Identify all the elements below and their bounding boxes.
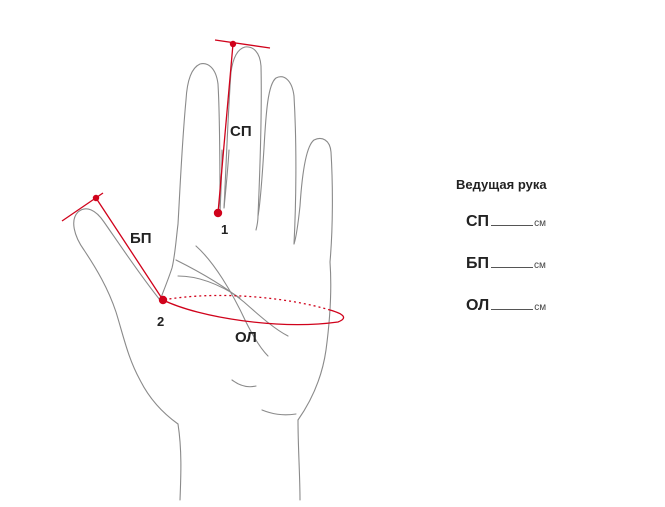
middle-finger-length-line — [217, 43, 234, 214]
middle-finger-base-point — [213, 208, 223, 218]
form-row-code: БП — [466, 255, 489, 272]
form-title: Ведущая рука — [456, 177, 547, 192]
palm-girth-back — [162, 294, 331, 311]
thumb-length-line — [95, 197, 164, 301]
hand-outline — [73, 46, 333, 501]
palm-girth-label: ОЛ — [235, 329, 257, 346]
palm-girth-front — [162, 299, 345, 326]
measurement-blank[interactable] — [491, 213, 534, 226]
middle-finger-label: СП — [230, 123, 252, 140]
form-row-unit: см — [534, 302, 547, 313]
form-row-code: ОЛ — [466, 297, 490, 314]
thumb-label: БП — [130, 230, 152, 247]
middle-finger-tip-point — [229, 40, 237, 48]
measurement-marks — [61, 39, 345, 326]
middle-finger-tip-tangent — [214, 39, 271, 49]
measurement-blank[interactable] — [491, 255, 533, 268]
thumb-tip-point — [92, 194, 100, 202]
point-2-label: 2 — [157, 314, 164, 329]
form-row-unit: см — [534, 218, 546, 229]
form-row-unit: см — [534, 260, 546, 271]
measurement-blank[interactable] — [491, 297, 534, 310]
point-1-label: 1 — [221, 222, 228, 237]
form-row-middle-finger: СП см — [466, 213, 546, 231]
form-row-thumb: БП см — [466, 255, 546, 273]
form-row-palm-girth: ОЛ см — [466, 297, 546, 315]
form-row-code: СП — [466, 213, 490, 230]
